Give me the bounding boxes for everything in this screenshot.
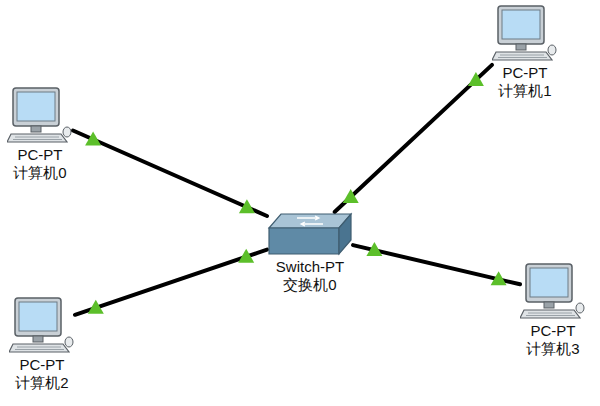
cable-line [75,250,267,315]
pc-node: PC-PT计算机1 [492,4,558,100]
device-model: Switch-PT [276,258,344,276]
link-status-light [343,189,359,203]
device-model: PC-PT [531,322,576,340]
device-model: PC-PT [20,356,65,374]
cable-line [73,131,267,217]
ethernet-link [75,249,267,315]
device-name: 计算机3 [526,340,579,358]
pc-icon [9,296,75,356]
pc-icon [520,262,586,322]
device-name: 交换机0 [283,276,336,294]
device-model: PC-PT [18,146,63,164]
pc-icon [7,86,73,146]
device-name: 计算机1 [498,82,551,100]
link-status-light [491,271,507,285]
ethernet-link [353,242,520,285]
cable-line [335,65,492,212]
ethernet-link [73,131,267,217]
link-status-light [88,300,104,314]
link-status-light [238,249,254,263]
link-status-light [366,242,382,256]
switch-icon [267,212,353,258]
link-status-light [239,199,255,213]
pc-node: PC-PT计算机3 [520,262,586,358]
pc-icon [492,4,558,64]
pc-node: PC-PT计算机2 [9,296,75,392]
switch-node: Switch-PT交换机0 [267,212,353,294]
ethernet-link [335,65,492,212]
device-name: 计算机2 [15,374,68,392]
device-model: PC-PT [503,64,548,82]
device-name: 计算机0 [13,164,66,182]
pc-node: PC-PT计算机0 [7,86,73,182]
link-status-light [85,131,101,145]
link-status-light [468,72,484,86]
